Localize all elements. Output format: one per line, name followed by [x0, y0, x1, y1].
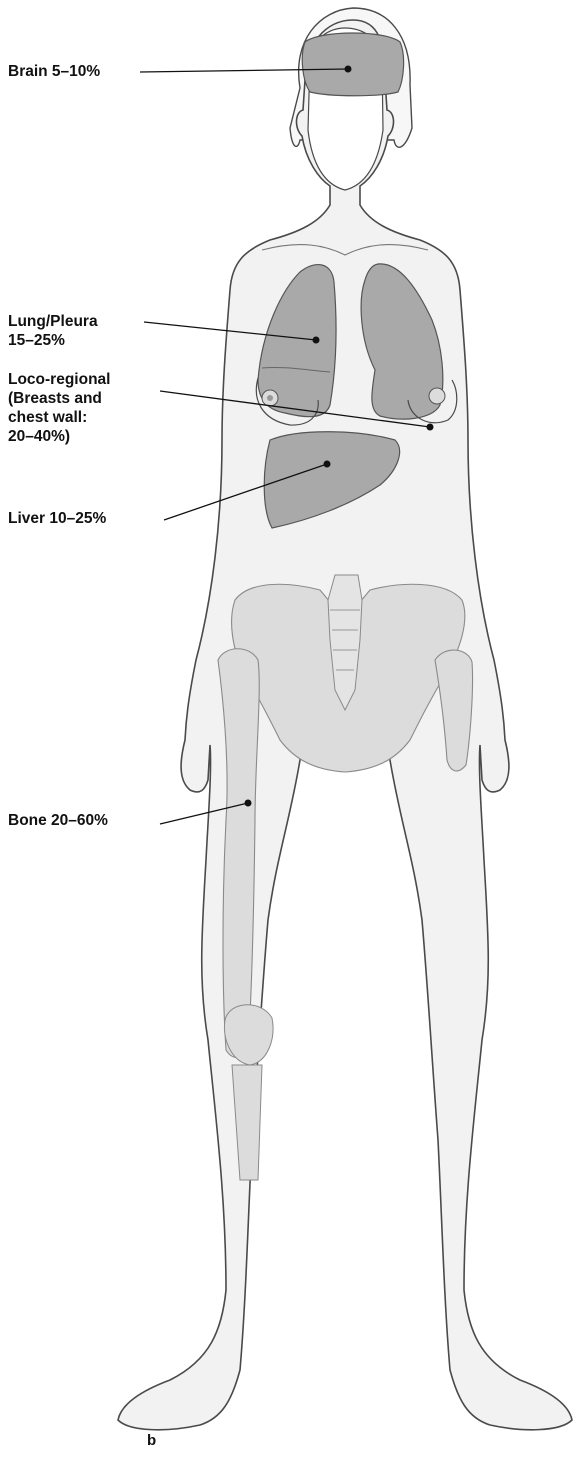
brain-organ [302, 33, 403, 96]
label-bone: Bone 20–60% [8, 811, 108, 830]
dot-loco [427, 424, 434, 431]
label-bone-line: Bone 20–60% [8, 811, 108, 830]
dot-brain [345, 66, 352, 73]
label-loco-line-3: chest wall: [8, 408, 110, 427]
label-loco-line-2: (Breasts and [8, 389, 110, 408]
label-liver: Liver 10–25% [8, 509, 106, 528]
nipple-right [429, 388, 445, 404]
label-liver-line: Liver 10–25% [8, 509, 106, 528]
dot-liver [324, 461, 331, 468]
label-loco-line-1: Loco-regional [8, 370, 110, 389]
panel-letter: b [147, 1432, 156, 1449]
label-lung-line-2: 15–25% [8, 331, 98, 350]
label-lung-line-1: Lung/Pleura [8, 312, 98, 331]
label-loco-line-4: 20–40%) [8, 427, 110, 446]
label-brain: Brain 5–10% [8, 62, 100, 81]
dot-bone [245, 800, 252, 807]
label-loco-regional: Loco-regional (Breasts and chest wall: 2… [8, 370, 110, 446]
dot-lung [313, 337, 320, 344]
nipple-left-center [267, 395, 273, 401]
label-brain-line: Brain 5–10% [8, 62, 100, 81]
label-lung-pleura: Lung/Pleura 15–25% [8, 312, 98, 350]
